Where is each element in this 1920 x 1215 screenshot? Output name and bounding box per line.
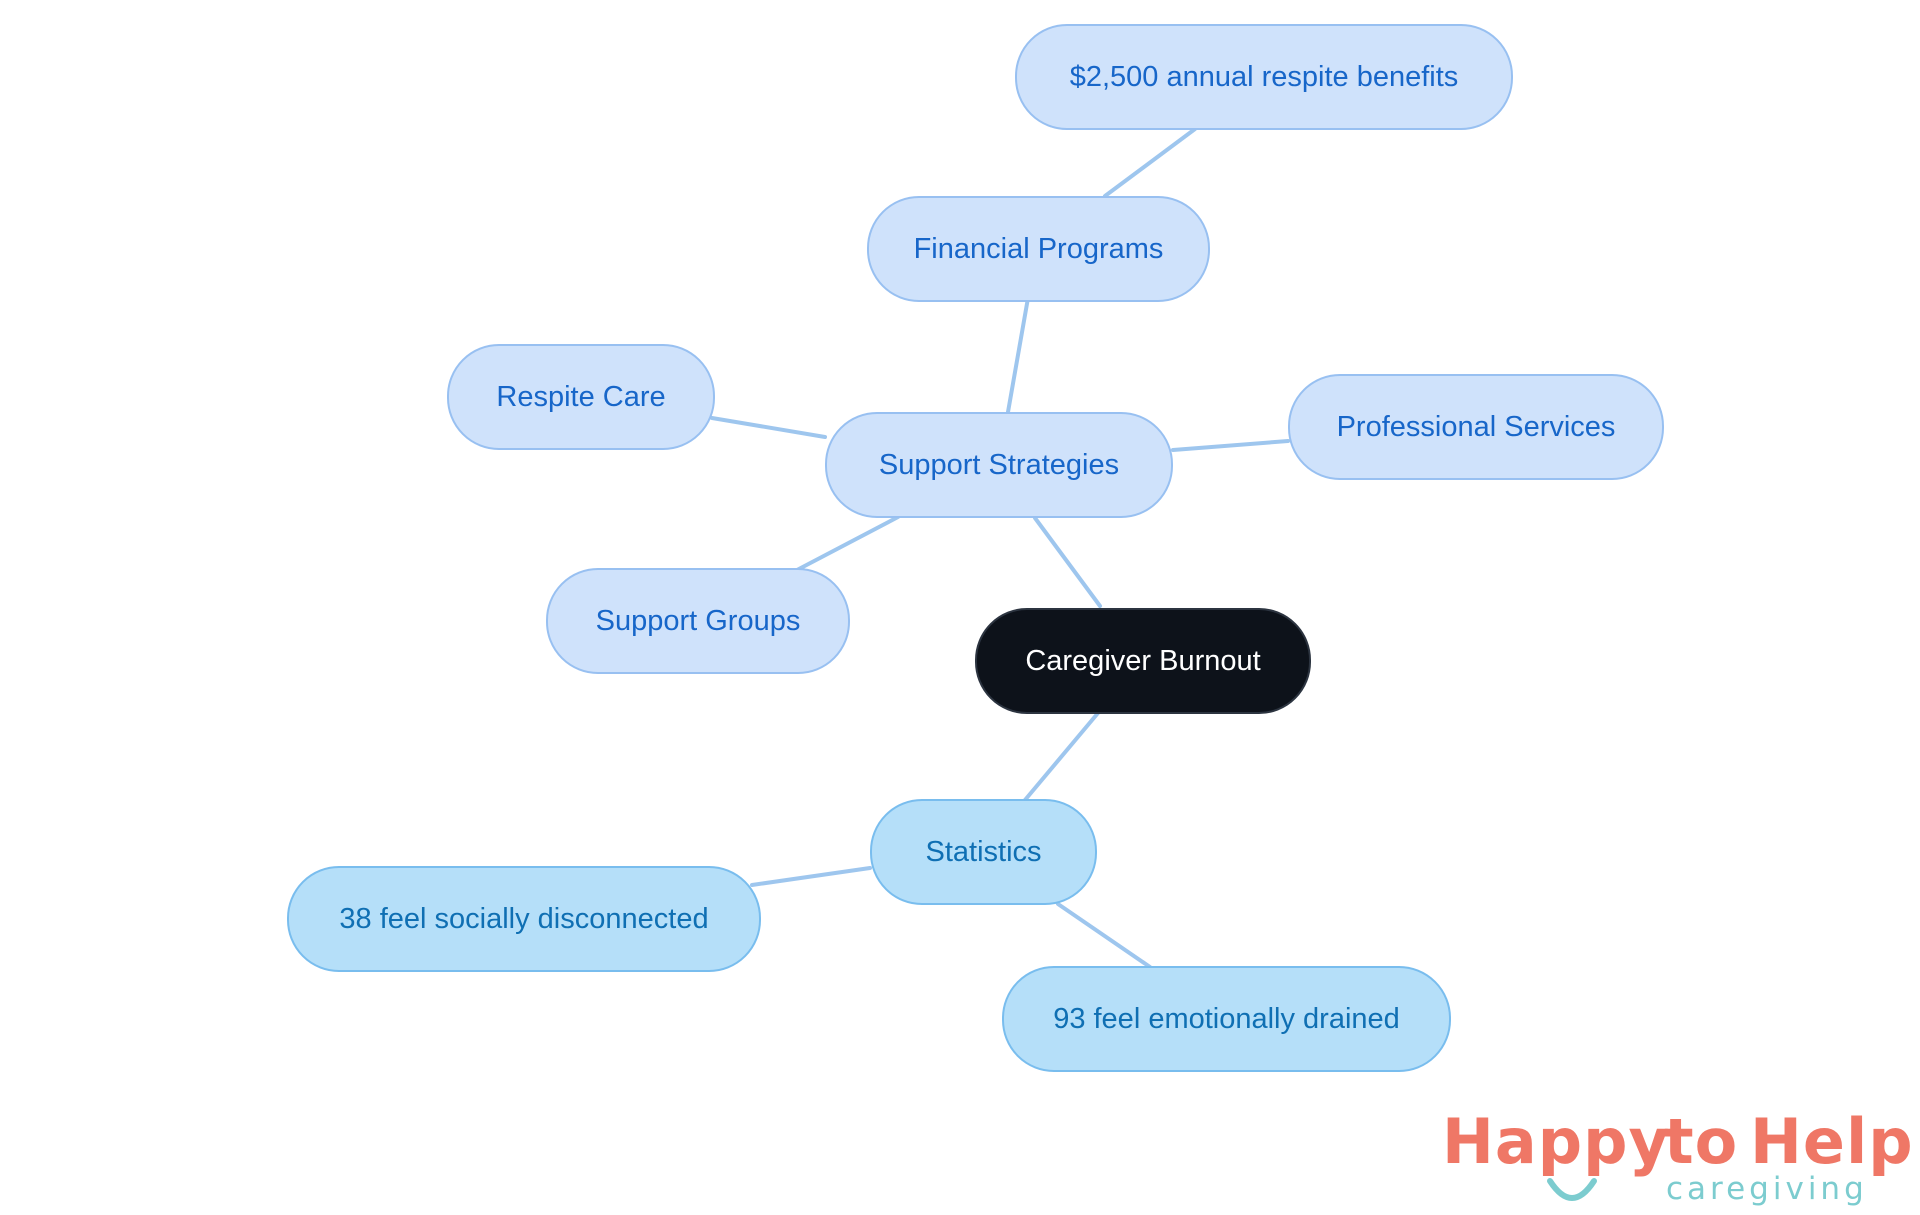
root-node[interactable]: Caregiver Burnout (975, 608, 1311, 714)
edge-strategies-respite-care (710, 416, 827, 439)
logo-word-happy: Happy (1442, 1105, 1670, 1178)
edge-root-statistics (1023, 711, 1100, 802)
edge-strategies-professional (1171, 439, 1290, 452)
emotionally-drained-label: 93 feel emotionally drained (1053, 1002, 1400, 1035)
logo-word-help: Help (1750, 1105, 1914, 1178)
emotionally-drained-node[interactable]: 93 feel emotionally drained (1002, 966, 1451, 1072)
financial-programs-node[interactable]: Financial Programs (867, 196, 1210, 302)
socially-disconnected-label: 38 feel socially disconnected (339, 902, 709, 935)
support-strategies-node[interactable]: Support Strategies (825, 412, 1173, 518)
professional-services-label: Professional Services (1336, 410, 1616, 443)
smile-icon (1547, 1178, 1597, 1201)
logo-word-to: to (1664, 1105, 1739, 1178)
statistics-label: Statistics (925, 835, 1042, 868)
support-groups-label: Support Groups (595, 604, 801, 637)
respite-benefits-node[interactable]: $2,500 annual respite benefits (1015, 24, 1513, 130)
socially-disconnected-node[interactable]: 38 feel socially disconnected (287, 866, 761, 972)
edge-statistics-disconnected (750, 866, 872, 887)
respite-care-label: Respite Care (496, 380, 666, 413)
edge-strategies-financial (1006, 296, 1030, 414)
statistics-node[interactable]: Statistics (870, 799, 1097, 905)
edge-statistics-drained (1056, 902, 1152, 969)
support-groups-node[interactable]: Support Groups (546, 568, 850, 674)
edge-strategies-support-groups (795, 515, 900, 572)
edge-financial-respite-benefits (1103, 127, 1197, 198)
financial-programs-label: Financial Programs (913, 232, 1164, 265)
edge-root-support-strategies (1033, 516, 1102, 608)
professional-services-node[interactable]: Professional Services (1288, 374, 1664, 480)
respite-benefits-label: $2,500 annual respite benefits (1069, 60, 1459, 93)
logo-tagline: caregiving (1666, 1171, 1868, 1207)
respite-care-node[interactable]: Respite Care (447, 344, 715, 450)
root-node-label: Caregiver Burnout (1025, 644, 1261, 677)
happy-to-help-logo: Happy to Help caregiving (1420, 1105, 1913, 1215)
support-strategies-label: Support Strategies (878, 448, 1120, 481)
